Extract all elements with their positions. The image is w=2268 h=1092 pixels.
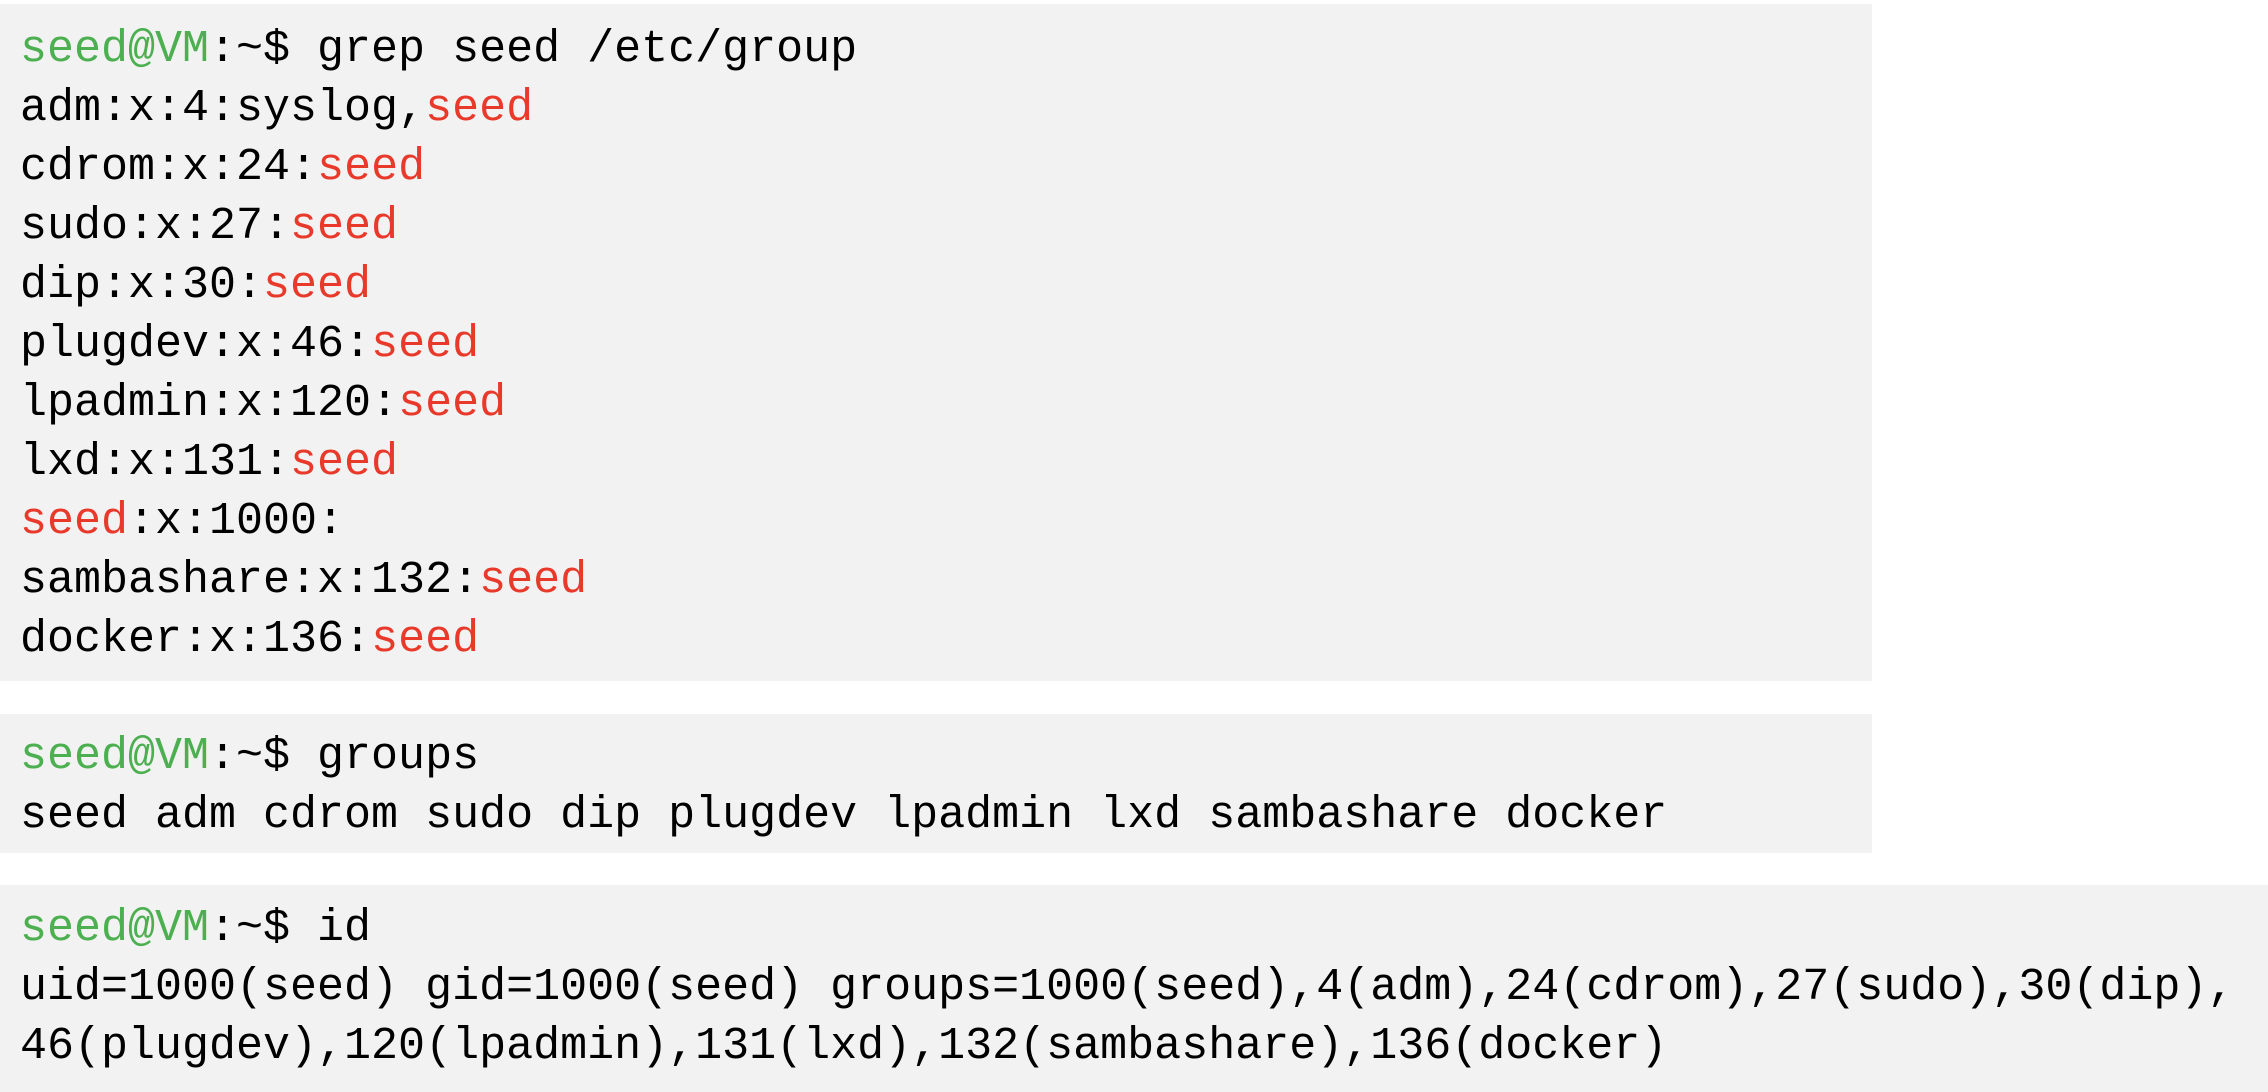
output-line: lxd:x:131:seed [20, 433, 1872, 492]
terminal-text: sambashare:x:132: [20, 555, 480, 606]
output-line: seed adm cdrom sudo dip plugdev lpadmin … [20, 786, 1872, 845]
output-line: dip:x:30:seed [20, 256, 1872, 315]
prompt-user-host: seed@VM [20, 24, 210, 75]
highlighted-match: seed [317, 142, 426, 193]
terminal-text: :x:1000: [128, 496, 345, 547]
output-line: lpadmin:x:120:seed [20, 374, 1872, 433]
terminal-text: :~$ grep seed /etc/group [209, 24, 858, 75]
terminal-text: docker:x:136: [20, 614, 372, 665]
command-line: seed@VM:~$ groups [20, 727, 1872, 786]
output-line: plugdev:x:46:seed [20, 315, 1872, 374]
output-line: seed:x:1000: [20, 492, 1872, 551]
terminal-text: seed adm cdrom sudo dip plugdev lpadmin … [20, 790, 1668, 841]
output-line: uid=1000(seed) gid=1000(seed) groups=100… [20, 958, 2268, 1017]
output-line: sudo:x:27:seed [20, 197, 1872, 256]
terminal-text: adm:x:4:syslog, [20, 83, 426, 134]
terminal-text: :~$ id [209, 903, 372, 954]
highlighted-match: seed [371, 614, 480, 665]
output-line: cdrom:x:24:seed [20, 138, 1872, 197]
terminal-text: dip:x:30: [20, 260, 264, 311]
terminal-text: cdrom:x:24: [20, 142, 318, 193]
terminal-text: :~$ groups [209, 731, 480, 782]
highlighted-match: seed [20, 496, 129, 547]
output-line: docker:x:136:seed [20, 610, 1872, 669]
command-line: seed@VM:~$ id [20, 899, 2268, 958]
highlighted-match: seed [425, 83, 534, 134]
terminal-text: uid=1000(seed) gid=1000(seed) groups=100… [20, 962, 2235, 1013]
terminal-text: lpadmin:x:120: [20, 378, 399, 429]
highlighted-match: seed [398, 378, 507, 429]
command-line: seed@VM:~$ grep seed /etc/group [20, 20, 1872, 79]
highlighted-match: seed [479, 555, 588, 606]
highlighted-match: seed [290, 201, 399, 252]
terminal-text: sudo:x:27: [20, 201, 291, 252]
terminal-text: lxd:x:131: [20, 437, 291, 488]
output-line: adm:x:4:syslog,seed [20, 79, 1872, 138]
highlighted-match: seed [371, 319, 480, 370]
prompt-user-host: seed@VM [20, 903, 210, 954]
highlighted-match: seed [290, 437, 399, 488]
highlighted-match: seed [263, 260, 372, 311]
prompt-user-host: seed@VM [20, 731, 210, 782]
terminal-text: 46(plugdev),120(lpadmin),131(lxd),132(sa… [20, 1021, 1668, 1072]
terminal-text: plugdev:x:46: [20, 319, 372, 370]
output-line: 46(plugdev),120(lpadmin),131(lxd),132(sa… [20, 1017, 2268, 1076]
output-line: sambashare:x:132:seed [20, 551, 1872, 610]
